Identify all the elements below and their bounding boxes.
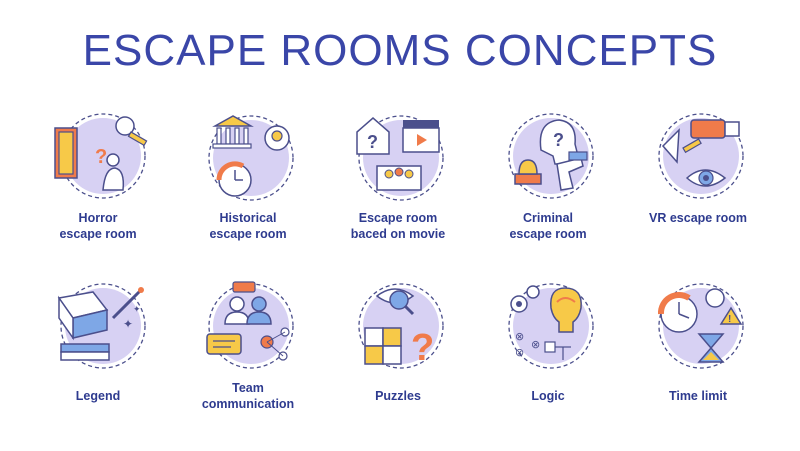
concept-label: VR escape room xyxy=(649,211,747,225)
team-communication-icon xyxy=(206,281,294,369)
concept-time-limit: ! Time limit xyxy=(623,278,773,404)
criminal-icon: ? xyxy=(508,113,594,199)
concept-legend: ✦ ✦ Legend xyxy=(23,278,173,404)
movie-icon: ? xyxy=(356,115,444,201)
time-limit-icon: ! xyxy=(657,283,744,369)
svg-text:✦: ✦ xyxy=(133,305,141,315)
concept-label: Time limit xyxy=(668,389,728,403)
legend-icon: ✦ ✦ xyxy=(57,283,146,369)
logic-icon: ⊗ ⊗ ⊗ xyxy=(508,283,594,369)
svg-text:⊗: ⊗ xyxy=(515,330,524,343)
puzzles-icon: ? xyxy=(358,283,444,369)
svg-text:?: ? xyxy=(411,327,434,369)
historical-icon xyxy=(208,115,294,201)
concept-vr: VR escape room xyxy=(623,108,773,226)
concept-label: Legend xyxy=(75,389,121,403)
page-title: ESCAPE ROOMS CONCEPTS xyxy=(82,26,718,75)
svg-text:⊗: ⊗ xyxy=(531,338,540,351)
horror-icon: ? xyxy=(54,113,148,199)
svg-text:⊗: ⊗ xyxy=(515,346,524,359)
concept-label: Puzzles xyxy=(375,389,421,403)
svg-text:✦: ✦ xyxy=(123,317,133,331)
concept-label: Logic xyxy=(531,389,565,403)
svg-text:?: ? xyxy=(95,146,107,168)
svg-text:!: ! xyxy=(728,314,731,325)
concept-puzzles: ? Puzzles xyxy=(323,278,473,404)
concept-logic: ⊗ ⊗ ⊗ Logic xyxy=(473,278,623,404)
svg-text:?: ? xyxy=(367,132,378,152)
vr-icon xyxy=(658,113,744,199)
svg-text:?: ? xyxy=(553,130,564,150)
